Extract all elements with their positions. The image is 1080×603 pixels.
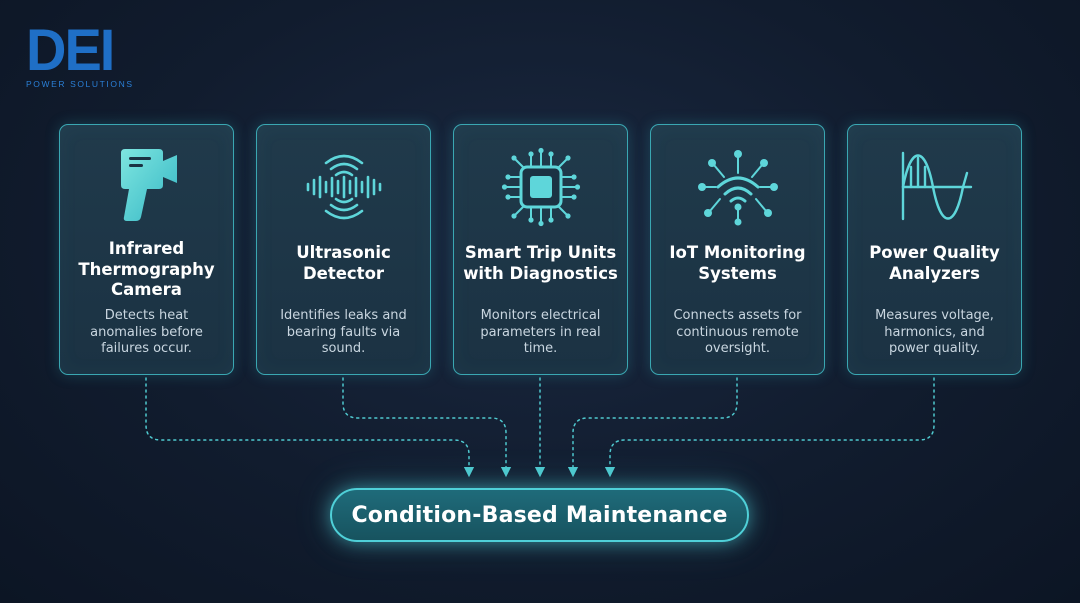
condition-based-maintenance-hub: Condition-Based Maintenance (330, 488, 749, 542)
card-description: Identifies leaks and bearing faults via … (280, 308, 407, 356)
card-iot-monitoring: IoT Monitoring Systems Connects assets f… (650, 124, 825, 375)
card-smart-trip-units: Smart Trip Units with Diagnostics Monito… (453, 124, 628, 375)
card-title: Infrared Thermography Camera (78, 239, 215, 299)
thermal-camera-icon (120, 149, 177, 221)
card-description: Connects assets for continuous remote ov… (673, 308, 802, 356)
logo-mark: DEI (26, 16, 115, 83)
connector-2 (342, 377, 512, 478)
card-power-quality-analyzers: Power Quality Analyzers Measures voltage… (847, 124, 1022, 375)
logo-subtitle: POWER SOLUTIONS (26, 79, 134, 89)
card-infrared-thermography: Infrared Thermography Camera Detects hea… (59, 124, 234, 375)
wireless-network-icon (697, 150, 778, 226)
connector-1 (145, 377, 475, 478)
card-title: Smart Trip Units with Diagnostics (463, 243, 618, 283)
hub-label: Condition-Based Maintenance (351, 502, 728, 528)
card-ultrasonic-detector: Ultrasonic Detector Identifies leaks and… (256, 124, 431, 375)
card-title: Power Quality Analyzers (869, 243, 1000, 283)
microchip-icon (501, 147, 580, 227)
card-title: Ultrasonic Detector (296, 243, 391, 283)
card-description: Monitors electrical parameters in real t… (480, 308, 601, 356)
card-description: Detects heat anomalies before failures o… (90, 308, 203, 356)
connector-4 (567, 377, 738, 478)
sound-wave-icon (306, 154, 381, 220)
company-logo: DEI POWER SOLUTIONS (26, 16, 138, 89)
card-description: Measures voltage, harmonics, and power q… (875, 308, 994, 356)
card-title: IoT Monitoring Systems (669, 243, 806, 283)
sine-wave-icon (901, 151, 972, 221)
connector-5 (604, 377, 935, 478)
